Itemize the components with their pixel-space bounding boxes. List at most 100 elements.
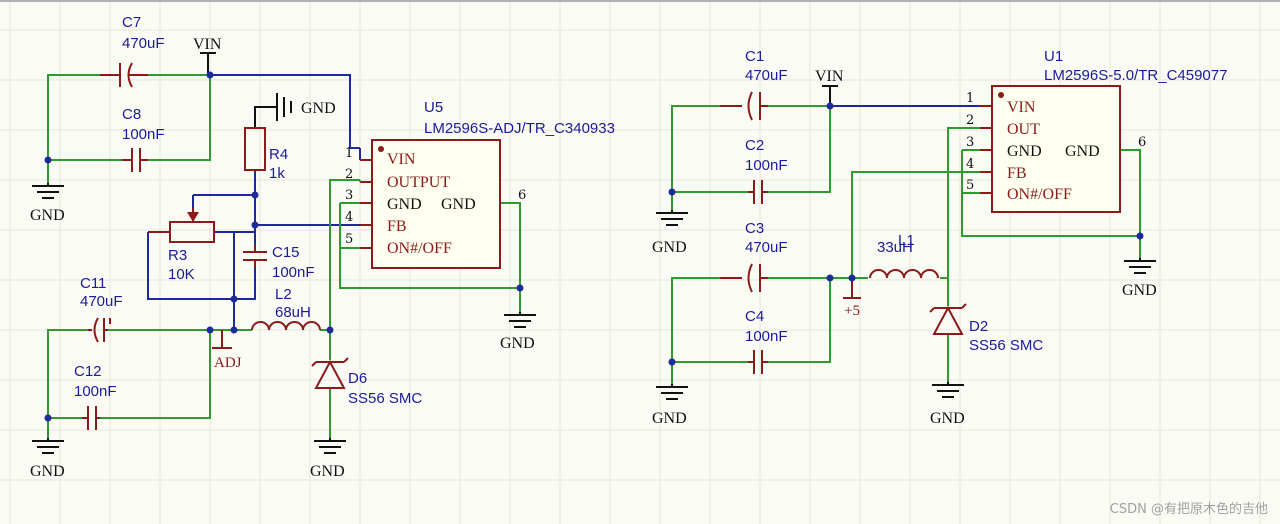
r4-value: 1k — [269, 165, 285, 182]
u5-pin3-name: GND — [387, 196, 422, 213]
vin-label-left: VIN — [193, 36, 222, 53]
gnd-label-d6: GND — [310, 463, 345, 480]
u1-pin1-name: VIN — [1007, 99, 1036, 116]
u5-pin4-num: 4 — [345, 210, 353, 225]
gnd-symbol-c1 — [656, 210, 688, 226]
u5-pin5-name: ON#/OFF — [387, 240, 452, 257]
u5-pin2-num: 2 — [345, 167, 353, 182]
u1-ic-body[interactable] — [991, 85, 1121, 213]
gnd-label-u5: GND — [500, 335, 535, 352]
u5-ref: U5 — [424, 99, 443, 116]
l1-ref: L1 — [898, 232, 915, 249]
u1-pin3-name: GND — [1007, 143, 1042, 160]
gnd-label-u1: GND — [1122, 282, 1157, 299]
l1-inductor[interactable] — [869, 269, 939, 279]
u5-pin6-num: 6 — [518, 188, 526, 203]
c3-ref: C3 — [745, 220, 764, 237]
u5-pin5-num: 5 — [345, 232, 353, 247]
c15-capacitor[interactable] — [243, 245, 267, 268]
c7-ref: C7 — [122, 14, 141, 31]
c3-capacitor[interactable] — [720, 263, 768, 293]
l2-value: 68uH — [275, 304, 311, 321]
d6-diode[interactable] — [311, 357, 349, 389]
u5-pin3-num: 3 — [345, 188, 353, 203]
vin-port-left — [200, 52, 216, 75]
d2-diode[interactable] — [929, 303, 967, 335]
c12-capacitor[interactable] — [82, 406, 100, 430]
gnd-symbol-r4 — [254, 93, 292, 128]
r4-ref: R4 — [269, 146, 288, 163]
u1-pin3-num: 3 — [966, 135, 974, 150]
right-junctions — [668, 102, 1144, 366]
c4-ref: C4 — [745, 308, 764, 325]
u1-pin6-name: GND — [1065, 143, 1100, 160]
gnd-symbol-d2 — [932, 382, 964, 398]
u5-pin6-name: GND — [441, 196, 476, 213]
gnd-label-d2: GND — [930, 410, 965, 427]
u1-pin1-num: 1 — [966, 91, 974, 106]
left-circuit: C7 470uF C8 100nF VIN GND R4 1k — [30, 14, 615, 480]
r3-value: 10K — [168, 266, 195, 283]
c8-ref: C8 — [122, 106, 141, 123]
c7-value: 470uF — [122, 35, 165, 52]
gnd-symbol-c3 — [656, 384, 688, 400]
d6-ref: D6 — [348, 370, 367, 387]
u5-part: LM2596S-ADJ/TR_C340933 — [424, 120, 615, 137]
l2-ref: L2 — [275, 286, 292, 303]
u5-ic-body[interactable] — [371, 139, 501, 269]
c1-ref: C1 — [745, 48, 764, 65]
u1-pin5-name: ON#/OFF — [1007, 186, 1072, 203]
c4-value: 100nF — [745, 328, 788, 345]
c12-value: 100nF — [74, 383, 117, 400]
u1-pin4-num: 4 — [966, 157, 974, 172]
r3-ref: R3 — [168, 247, 187, 264]
adj-label: ADJ — [214, 355, 242, 371]
u1-pin6-num: 6 — [1138, 135, 1146, 150]
u1-pin2-num: 2 — [966, 113, 974, 128]
u5-pin2-name: OUTPUT — [387, 174, 450, 191]
c4-capacitor[interactable] — [748, 350, 768, 374]
u1-pin4-name: FB — [1007, 165, 1027, 182]
c11-ref: C11 — [80, 275, 106, 292]
c7-capacitor[interactable] — [100, 62, 148, 88]
c15-ref: C15 — [272, 244, 300, 261]
u1-pin2-name: OUT — [1007, 121, 1040, 138]
vin-label-right: VIN — [815, 68, 844, 85]
gnd-label-c7: GND — [30, 207, 65, 224]
gnd-symbol-u1 — [1124, 258, 1156, 274]
c11-value: 470uF — [80, 293, 123, 310]
c2-capacitor[interactable] — [748, 180, 768, 204]
gnd-label-r4: GND — [301, 100, 336, 117]
u1-ref: U1 — [1044, 48, 1063, 65]
c8-capacitor[interactable] — [122, 148, 148, 172]
d2-value: SS56 SMC — [969, 337, 1043, 354]
c1-capacitor[interactable] — [720, 91, 768, 121]
gnd-label-c11: GND — [30, 463, 65, 480]
c11-capacitor[interactable] — [88, 317, 111, 343]
l1-value: 33uH — [877, 239, 913, 256]
u5-pin4-name: FB — [387, 218, 407, 235]
c12-ref: C12 — [74, 363, 102, 380]
right-circuit: +5 C1 470uF C2 100nF C3 470uF — [652, 48, 1227, 427]
r4-resistor[interactable] — [244, 127, 266, 171]
c2-ref: C2 — [745, 137, 764, 154]
gnd-label-c3: GND — [652, 410, 687, 427]
d6-value: SS56 SMC — [348, 390, 422, 407]
c1-value: 470uF — [745, 67, 788, 84]
gnd-symbol-c11 — [32, 438, 64, 454]
gnd-symbol-u5 — [504, 312, 536, 328]
c2-value: 100nF — [745, 157, 788, 174]
c15-value: 100nF — [272, 264, 315, 281]
left-junctions — [44, 71, 524, 422]
plus5-label: +5 — [844, 303, 860, 319]
gnd-symbol-c7 — [32, 183, 64, 199]
u5-pin1-num: 1 — [345, 146, 353, 161]
d2-ref: D2 — [969, 318, 988, 335]
u1-part: LM2596S-5.0/TR_C459077 — [1044, 67, 1227, 84]
c3-value: 470uF — [745, 239, 788, 256]
l2-inductor[interactable] — [251, 321, 321, 331]
u5-pin1-name: VIN — [387, 151, 416, 168]
c8-value: 100nF — [122, 126, 165, 143]
r3-potentiometer[interactable] — [148, 208, 215, 243]
